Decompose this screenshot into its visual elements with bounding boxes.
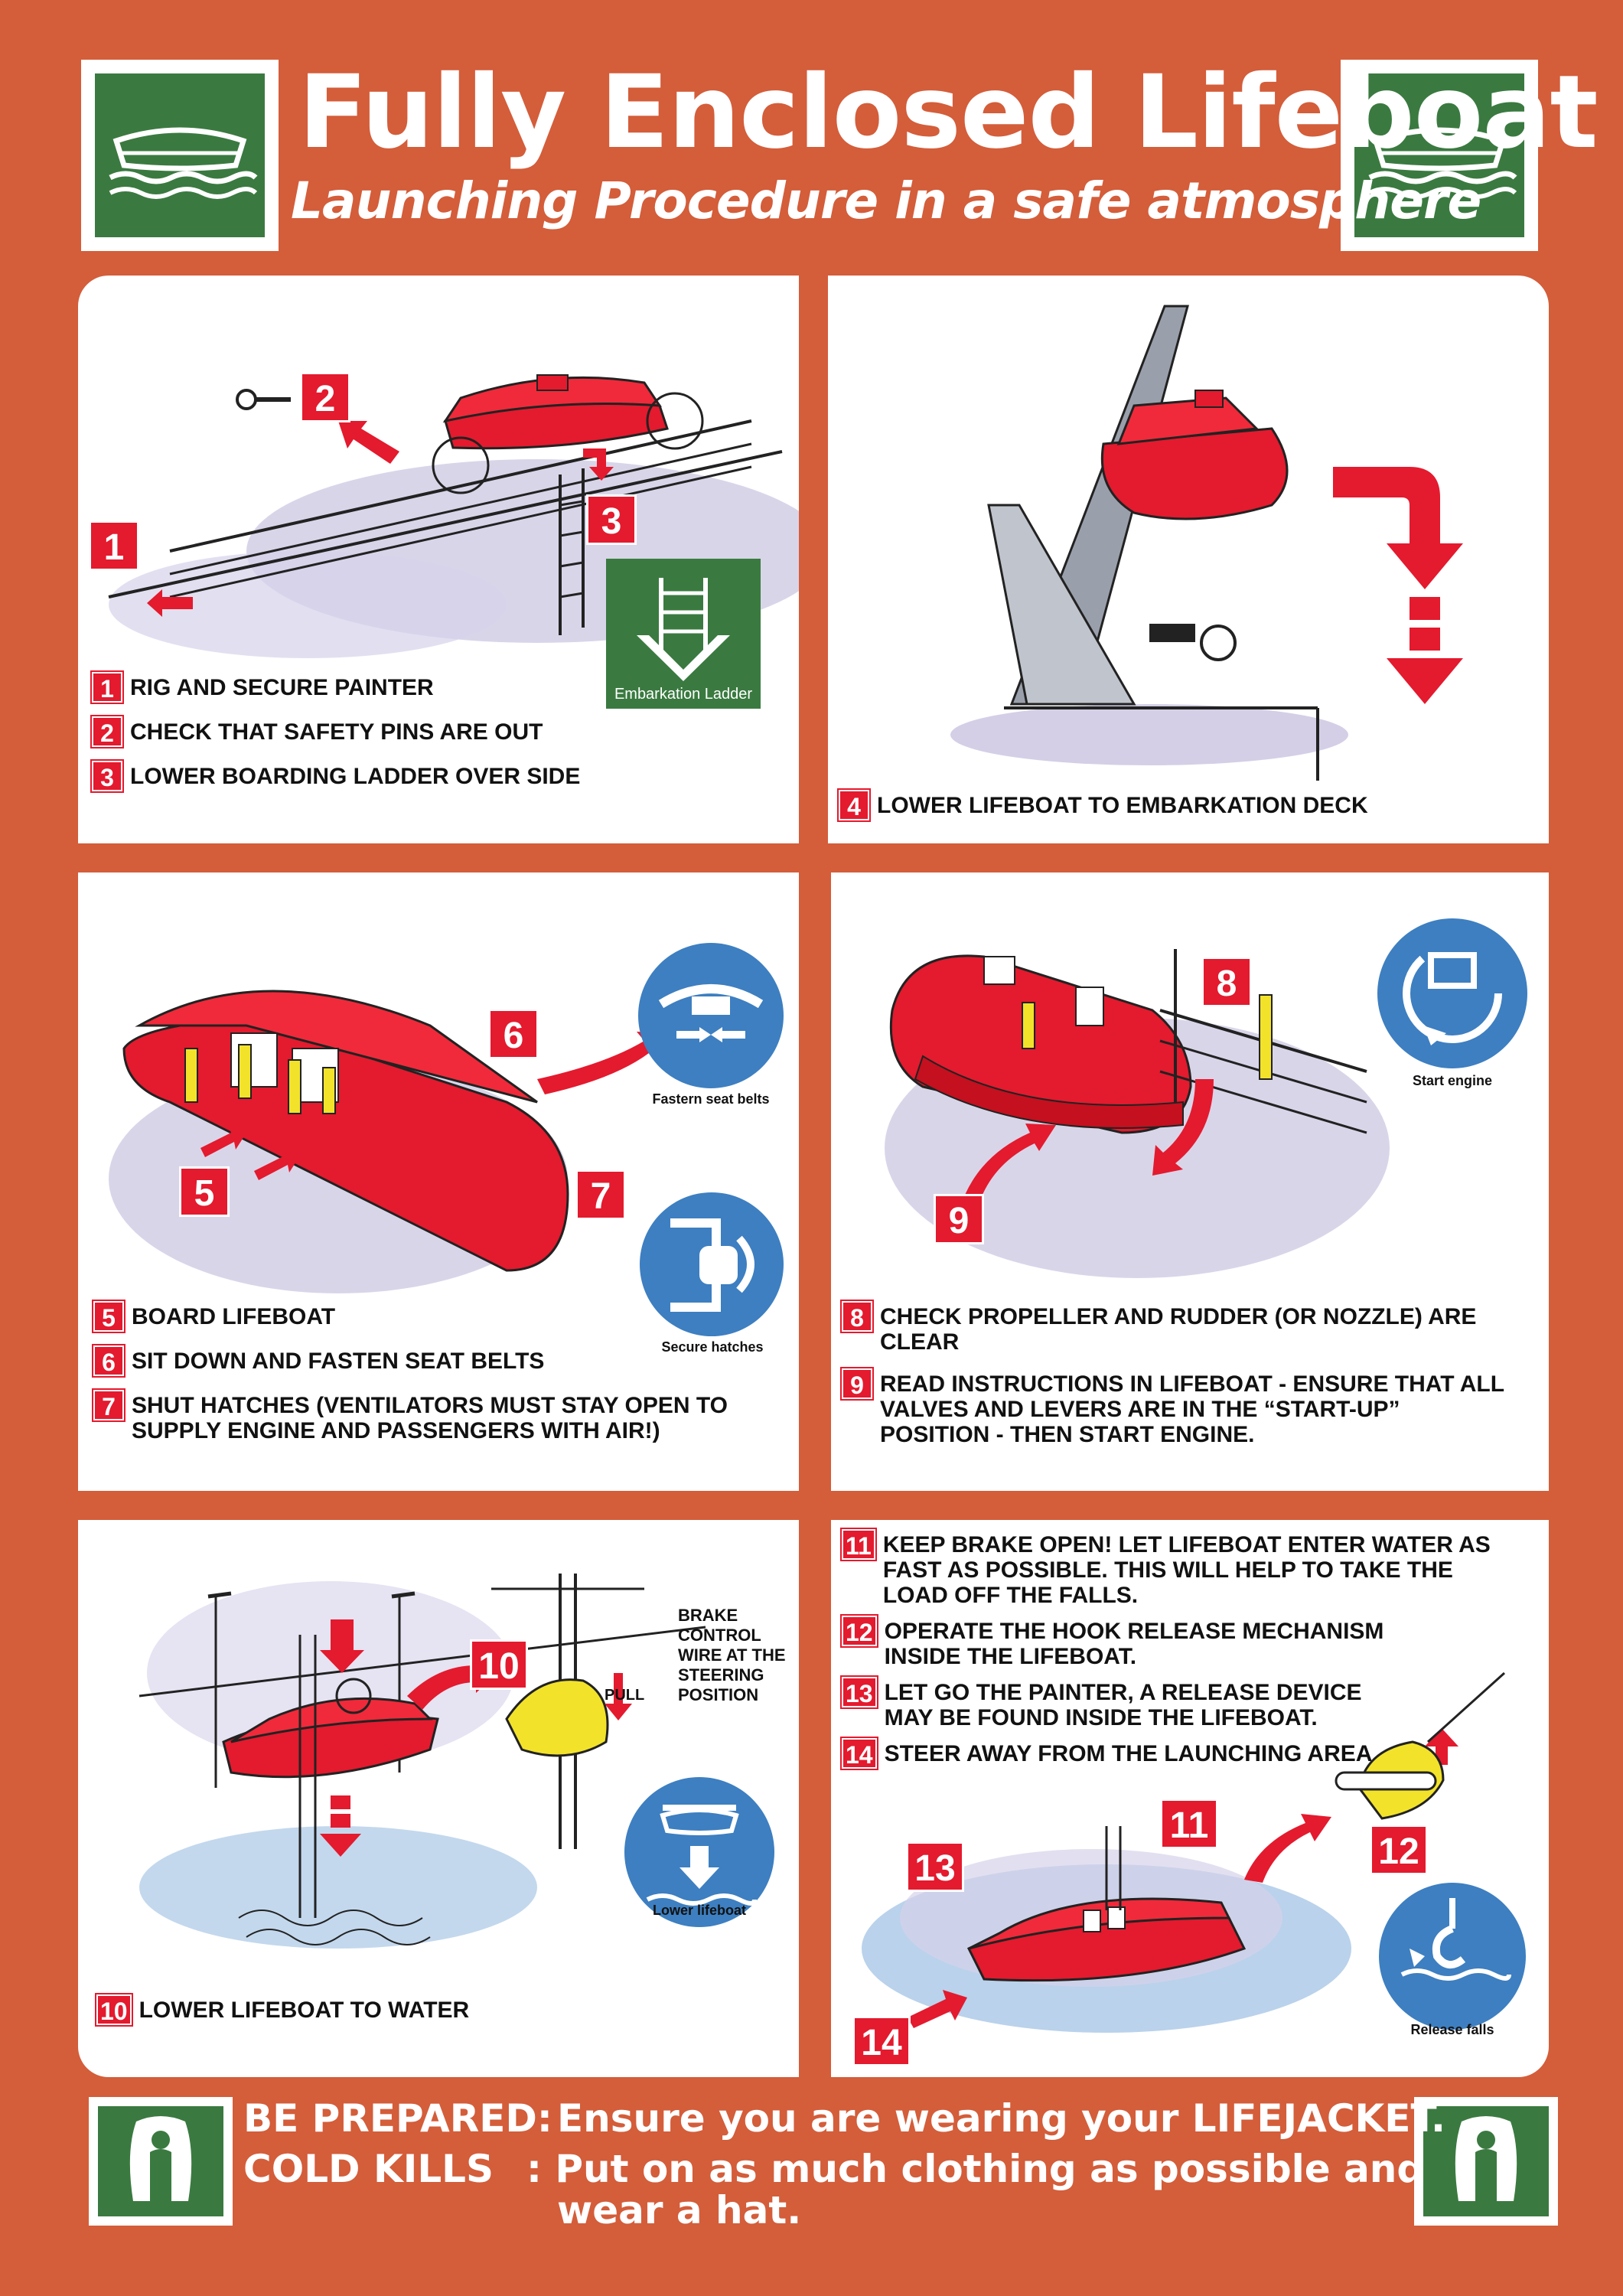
release-falls-sign-icon (1379, 1883, 1526, 2030)
start-engine-sign-label: Start engine (1412, 1073, 1493, 1088)
lower-lifeboat-sign-icon (624, 1777, 774, 1927)
embarkation-ladder-label: Embarkation Ladder (614, 686, 753, 703)
callout-12: 12 (1370, 1825, 1428, 1875)
lowering-illustration (139, 1574, 706, 1949)
pull-label: PULL (605, 1687, 645, 1704)
seatbelt-sign-label: Fastern seat belts (652, 1091, 770, 1107)
engine-check-illustration (885, 949, 1390, 1278)
lower-lifeboat-sign-label: Lower lifeboat (652, 1903, 746, 1918)
callout-1: 1 (89, 520, 139, 571)
footer-lifejacket-text: Ensure you are wearing your LIFEJACKET. (557, 2096, 1445, 2141)
boarding-illustration (109, 990, 667, 1293)
callout-5: 5 (179, 1166, 230, 1217)
lifeboat-sign-icon (81, 60, 279, 251)
callout-6: 6 (488, 1009, 539, 1059)
callout-13: 13 (906, 1841, 964, 1892)
lifejacket-sign-icon (89, 2097, 233, 2226)
brake-wire-note: BRAKE CONTROL WIRE AT THE STEERING POSIT… (678, 1606, 786, 1704)
lifeboat-sign-icon (1341, 60, 1538, 251)
davit-illustration (950, 305, 1463, 781)
callout-3: 3 (586, 494, 637, 545)
footer-clothing-text: : Put on as much clothing as possible an… (526, 2147, 1425, 2191)
callout-2: 2 (300, 372, 350, 422)
start-engine-sign-icon (1377, 918, 1527, 1068)
deck-illustration (108, 374, 799, 709)
page-title: Fully Enclosed Lifeboat (298, 54, 1599, 171)
release-falls-sign-label: Release falls (1410, 2022, 1494, 2037)
footer-hat-text: wear a hat. (557, 2188, 802, 2232)
footer-be-prepared-label: BE PREPARED: (243, 2096, 552, 2141)
lifejacket-sign-icon (1414, 2097, 1558, 2226)
callout-14: 14 (852, 2016, 911, 2066)
callout-10: 10 (470, 1639, 528, 1690)
callout-7: 7 (575, 1169, 626, 1220)
release-illustration (862, 1671, 1506, 2033)
hatch-sign-icon (640, 1192, 784, 1336)
callout-11: 11 (1160, 1799, 1218, 1849)
page-subtitle: Launching Procedure in a safe atmosphere (291, 171, 1481, 230)
seatbelt-sign-icon (638, 943, 784, 1088)
panel-step-10: 10 BRAKE CONTROL WIRE AT THE STEERING PO… (78, 1520, 799, 2077)
panel-steps-5-7: 6 5 7 Fastern seat belts Secure hatches … (78, 872, 799, 1491)
footer-cold-kills-label: COLD KILLS (243, 2147, 494, 2191)
callout-8: 8 (1201, 957, 1252, 1007)
hatch-sign-label: Secure hatches (661, 1339, 764, 1355)
callout-9: 9 (934, 1194, 984, 1244)
